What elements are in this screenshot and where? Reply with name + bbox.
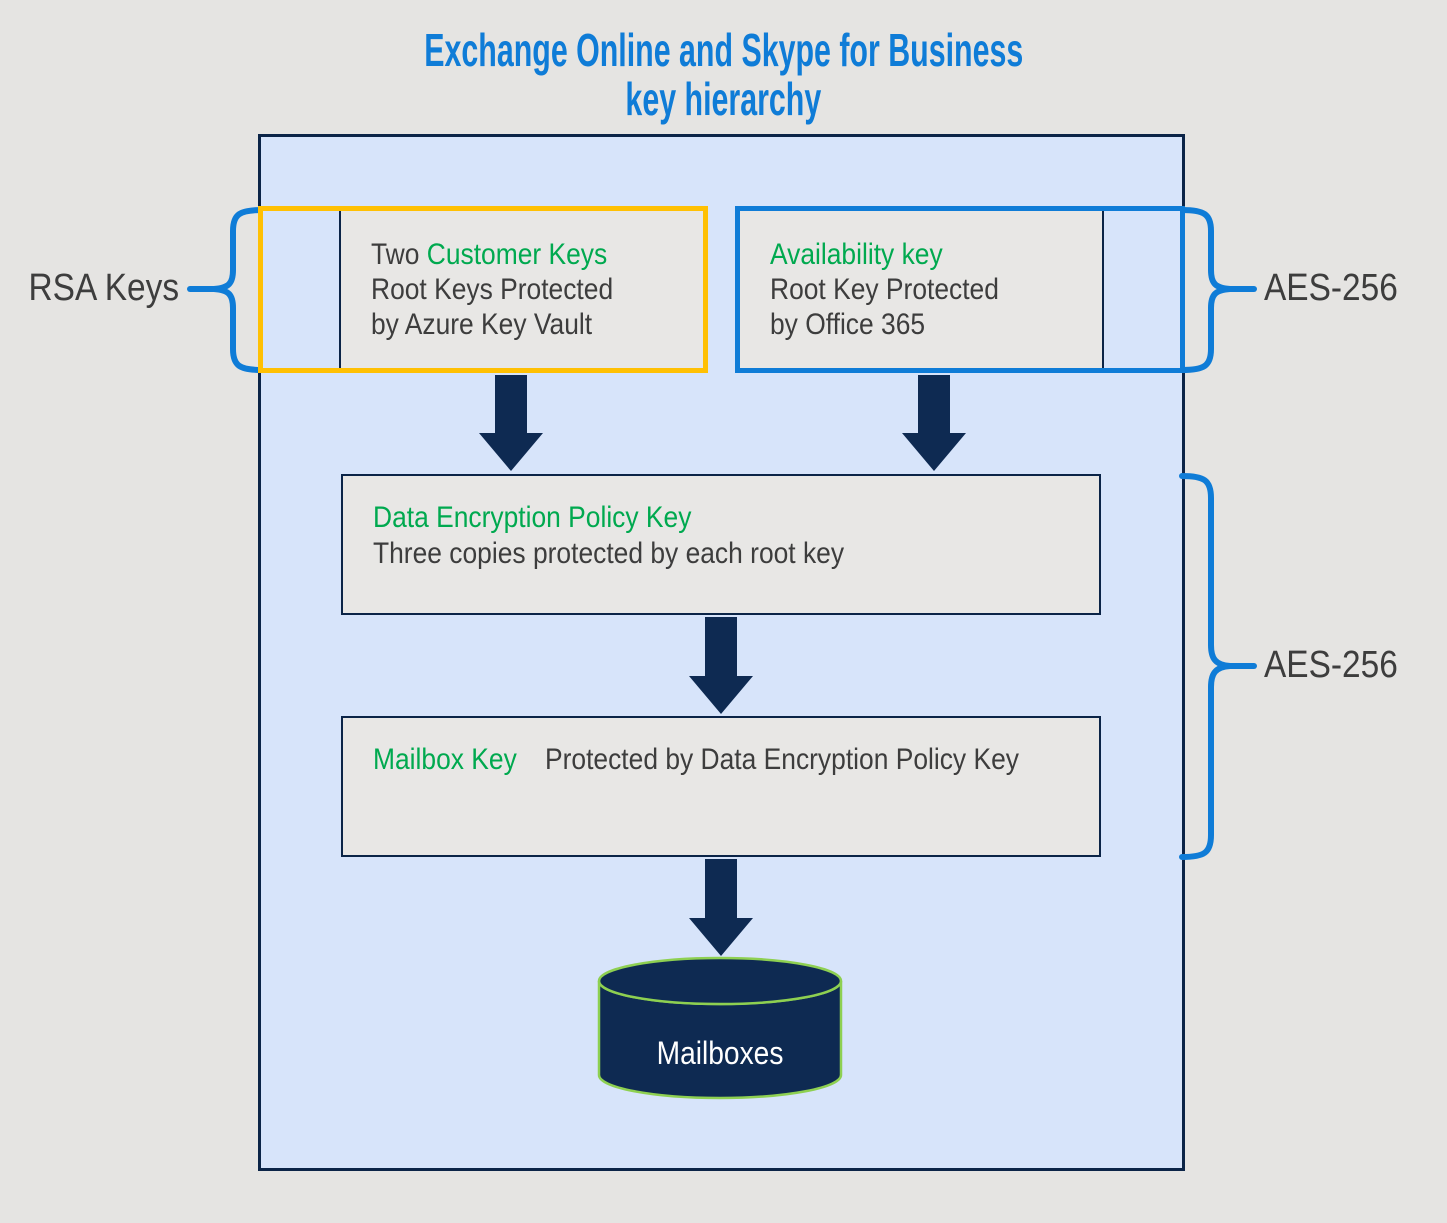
aes-256-top-label: AES-256	[1264, 268, 1416, 308]
customer-keys-prefix: Two	[371, 238, 427, 271]
mailbox-key-name: Mailbox Key	[373, 743, 517, 776]
title-line-1: Exchange Online and Skype for Business	[424, 24, 1023, 76]
customer-keys-desc-1: Root Keys Protected	[371, 273, 614, 306]
mailboxes-label-text: Mailboxes	[656, 1035, 784, 1071]
dep-key-desc: Three copies protected by each root key	[373, 537, 845, 570]
data-encryption-policy-key-box: Data Encryption Policy Key Three copies …	[341, 474, 1101, 615]
customer-keys-desc-2: by Azure Key Vault	[371, 308, 593, 341]
rsa-keys-label-text: RSA Keys	[28, 267, 180, 309]
mailboxes-label: Mailboxes	[599, 1036, 841, 1070]
availability-key-strip	[1102, 211, 1180, 368]
availability-key-box: Availability key Root Key Protected by O…	[735, 206, 1185, 373]
customer-keys-title: Two Customer Keys	[371, 237, 663, 272]
aes-256-bottom-label-text: AES-256	[1264, 644, 1398, 686]
rsa-keys-label: RSA Keys	[8, 268, 180, 308]
availability-key-name: Availability key	[770, 238, 943, 271]
customer-keys-content: Two Customer Keys Root Keys Protected by…	[341, 211, 703, 368]
customer-keys-name: Customer Keys	[426, 238, 608, 271]
rsa-keys-brace-icon	[211, 207, 265, 373]
title-line-2: key hierarchy	[625, 73, 822, 125]
aes-256-top-label-text: AES-256	[1264, 267, 1398, 309]
mailbox-key-desc: Protected by Data Encryption Policy Key	[544, 743, 1019, 776]
customer-keys-box: Two Customer Keys Root Keys Protected by…	[258, 206, 708, 373]
mailbox-key-box: Mailbox Key Protected by Data Encryption…	[341, 716, 1101, 857]
availability-key-desc-2: by Office 365	[770, 308, 926, 341]
aes-top-brace-icon	[1179, 207, 1233, 373]
aes-bottom-brace-icon	[1179, 473, 1233, 860]
page-title: Exchange Online and Skype for Business k…	[0, 26, 1447, 124]
dep-key-name: Data Encryption Policy Key	[373, 501, 692, 534]
aes-256-bottom-label: AES-256	[1264, 645, 1416, 685]
availability-key-desc-1: Root Key Protected	[770, 273, 999, 306]
availability-key-content: Availability key Root Key Protected by O…	[740, 211, 1102, 368]
customer-keys-strip	[263, 211, 341, 368]
